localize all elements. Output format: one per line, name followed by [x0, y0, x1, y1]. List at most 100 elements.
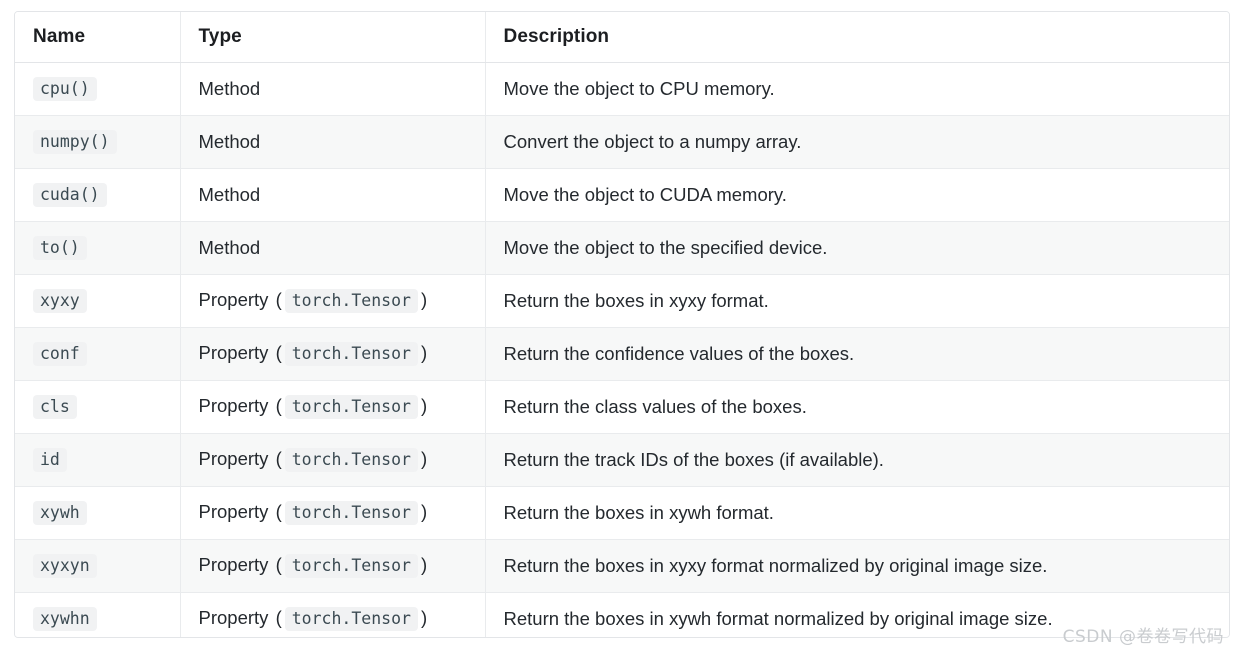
description-text: Move the object to CPU memory.	[503, 78, 775, 99]
api-name-code-chip: cls	[33, 394, 77, 420]
paren-close: )	[420, 341, 428, 363]
cell-type: Method	[180, 168, 486, 222]
type-value: Method	[199, 131, 261, 153]
table-row: id Property (torch.Tensor) Return the trac…	[15, 433, 1229, 487]
table-row: to() Method Move the object to the specifi…	[15, 221, 1229, 275]
description-text: Return the track IDs of the boxes (if av…	[503, 449, 884, 470]
type-kind-label: Method	[198, 237, 261, 258]
table-body: cpu() Method Move the object to CPU memory…	[15, 62, 1229, 637]
cell-name: to()	[15, 221, 181, 275]
cell-name: xywh	[15, 486, 181, 540]
paren-close: )	[420, 553, 428, 575]
paren-open: (	[275, 341, 282, 363]
table-header-row: Name Type Description	[15, 12, 1229, 63]
type-value: Method	[199, 78, 261, 100]
paren-open: (	[275, 553, 282, 575]
cell-name: cpu()	[15, 62, 181, 116]
cell-type: Method	[180, 115, 486, 169]
cell-description: Return the boxes in xywh format.	[485, 486, 1229, 540]
type-value: Property (torch.Tensor)	[198, 288, 430, 314]
table-row: cls Property (torch.Tensor) Return the cla…	[15, 380, 1229, 434]
cell-type: Property (torch.Tensor)	[180, 539, 486, 593]
table-row: numpy() Method Convert the object to a num…	[15, 115, 1229, 169]
paren-close: )	[420, 447, 428, 469]
cell-name: xywhn	[15, 592, 181, 637]
type-value: Property (torch.Tensor)	[198, 394, 430, 420]
description-text: Return the confidence values of the boxe…	[503, 343, 855, 364]
cell-description: Move the object to the specified device.	[485, 221, 1229, 275]
type-kind-label: Property	[198, 553, 269, 575]
paren-close: )	[420, 500, 428, 522]
cell-description: Return the confidence values of the boxe…	[485, 327, 1229, 381]
type-kind-label: Property	[198, 394, 269, 416]
cell-description: Return the track IDs of the boxes (if av…	[485, 433, 1229, 487]
cell-type: Property (torch.Tensor)	[180, 433, 486, 487]
description-text: Return the boxes in xyxy format.	[503, 290, 769, 311]
cell-description: Convert the object to a numpy array.	[485, 115, 1229, 169]
cell-description: Return the boxes in xyxy format.	[485, 274, 1229, 328]
api-name-code-chip: xyxyn	[33, 553, 97, 579]
cell-type: Property (torch.Tensor)	[180, 380, 486, 434]
cell-description: Move the object to CUDA memory.	[485, 168, 1229, 222]
type-code-chip: torch.Tensor	[284, 447, 418, 473]
type-kind-label: Method	[198, 131, 261, 152]
api-name-code-chip: xywh	[33, 500, 87, 526]
type-kind-label: Property	[198, 341, 269, 363]
paren-open: (	[275, 394, 282, 416]
type-value: Property (torch.Tensor)	[198, 341, 430, 367]
cell-description: Return the boxes in xyxy format normaliz…	[485, 539, 1229, 593]
cell-type: Method	[180, 62, 486, 116]
cell-name: id	[15, 433, 181, 487]
column-header-description: Description	[485, 12, 1229, 63]
type-kind-label: Property	[198, 447, 269, 469]
type-value: Property (torch.Tensor)	[198, 606, 430, 632]
table-row: cuda() Method Move the object to CUDA memo…	[15, 168, 1229, 222]
api-name-code-chip: xywhn	[33, 606, 97, 632]
cell-description: Return the boxes in xywh format normaliz…	[485, 592, 1229, 637]
cell-type: Property (torch.Tensor)	[180, 327, 486, 381]
type-code-chip: torch.Tensor	[284, 341, 418, 367]
type-kind-label: Property	[198, 500, 269, 522]
table-row: xywh Property (torch.Tensor) Return the bo…	[15, 486, 1229, 540]
column-header-name: Name	[15, 12, 181, 63]
paren-open: (	[275, 606, 282, 628]
cell-name: cls	[15, 380, 181, 434]
description-text: Convert the object to a numpy array.	[503, 131, 802, 152]
paren-close: )	[420, 606, 428, 628]
cell-type: Property (torch.Tensor)	[180, 592, 486, 637]
type-code-chip: torch.Tensor	[284, 288, 418, 314]
type-code-chip: torch.Tensor	[284, 394, 418, 420]
description-text: Return the boxes in xywh format.	[503, 502, 774, 523]
api-name-code-chip: xyxy	[33, 288, 87, 314]
type-code-chip: torch.Tensor	[284, 500, 418, 526]
description-text: Move the object to the specified device.	[503, 237, 828, 258]
description-text: Return the boxes in xywh format normaliz…	[503, 608, 1053, 629]
cell-type: Property (torch.Tensor)	[180, 274, 486, 328]
type-kind-label: Property	[198, 606, 269, 628]
table-row: cpu() Method Move the object to CPU memory…	[15, 62, 1229, 116]
paren-open: (	[275, 447, 282, 469]
type-kind-label: Method	[198, 78, 261, 99]
cell-type: Method	[180, 221, 486, 275]
type-value: Method	[199, 237, 261, 259]
cell-name: conf	[15, 327, 181, 381]
type-kind-label: Property	[198, 288, 269, 310]
type-value: Method	[199, 184, 261, 206]
table-header: Name Type Description	[15, 12, 1229, 63]
column-header-type: Type	[180, 12, 486, 63]
api-name-code-chip: conf	[33, 341, 87, 367]
api-name-code-chip: cuda()	[33, 182, 107, 208]
api-name-code-chip: numpy()	[33, 129, 117, 155]
table-row: xyxyn Property (torch.Tensor) Return the b…	[15, 539, 1229, 593]
api-name-code-chip: cpu()	[33, 76, 97, 102]
cell-name: numpy()	[15, 115, 181, 169]
paren-close: )	[420, 394, 428, 416]
api-name-code-chip: id	[33, 447, 67, 473]
paren-open: (	[275, 500, 282, 522]
cell-description: Move the object to CPU memory.	[485, 62, 1229, 116]
cell-description: Return the class values of the boxes.	[485, 380, 1229, 434]
cell-name: cuda()	[15, 168, 181, 222]
description-text: Return the boxes in xyxy format normaliz…	[503, 555, 1048, 576]
description-text: Move the object to CUDA memory.	[503, 184, 787, 205]
